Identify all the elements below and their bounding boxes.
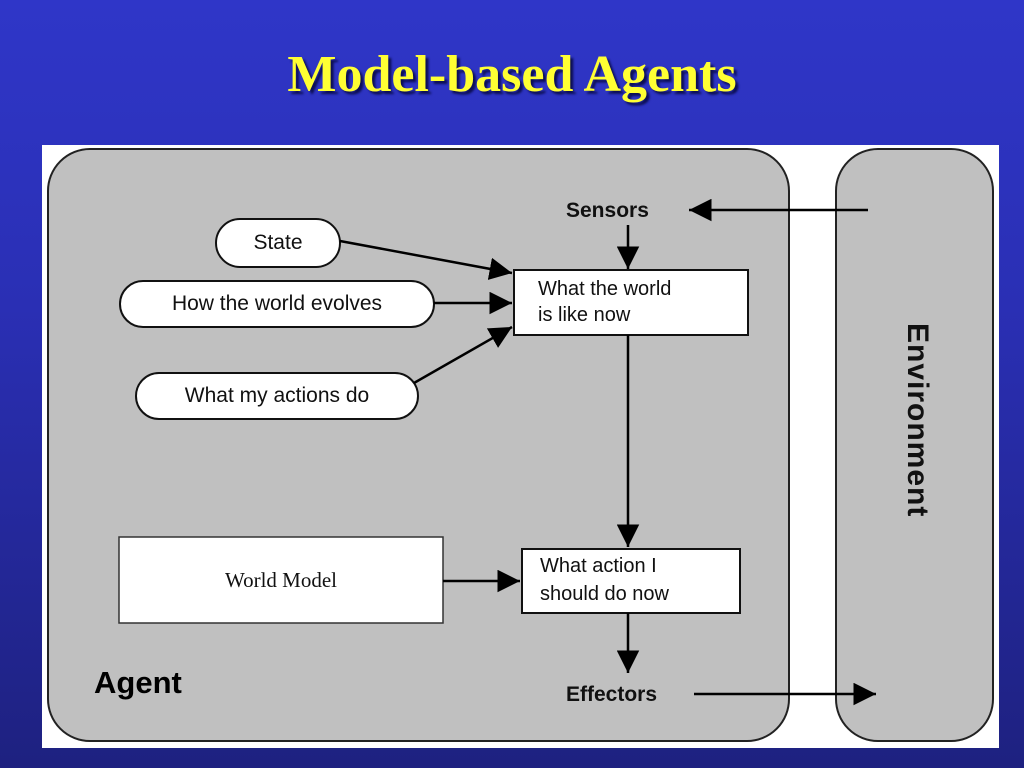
state-pill: [215, 218, 341, 268]
arrow-state-to-world-now: [339, 239, 513, 280]
action-now-label-line1: What action I: [540, 555, 657, 577]
world-model-label: World Model: [224, 568, 338, 592]
diagram-panel: State How the world evolves What my acti…: [42, 145, 999, 748]
action-now-box: [521, 548, 741, 614]
world-model-box: [118, 536, 444, 624]
world-now-label-line1: What the world: [538, 278, 672, 300]
agent-container: [47, 148, 790, 742]
sensors-label: Sensors: [566, 199, 649, 222]
effectors-label: Effectors: [566, 683, 658, 706]
action-now-label-line2: should do now: [540, 583, 669, 605]
what-actions-do-pill: [135, 372, 419, 420]
state-label: State: [253, 231, 303, 254]
slide-title: Model-based Agents: [287, 46, 737, 103]
environment-label: Environment: [901, 323, 934, 518]
world-now-box: [513, 269, 749, 336]
environment-container: [835, 148, 994, 742]
diagram-canvas: [47, 148, 994, 742]
world-now-label-line2: is like now: [538, 304, 631, 326]
arrow-actions-to-world-now: [413, 325, 513, 385]
how-world-evolves-label: How the world evolves: [171, 292, 383, 315]
what-actions-do-label: What my actions do: [184, 384, 370, 407]
agent-label: Agent: [94, 665, 182, 700]
